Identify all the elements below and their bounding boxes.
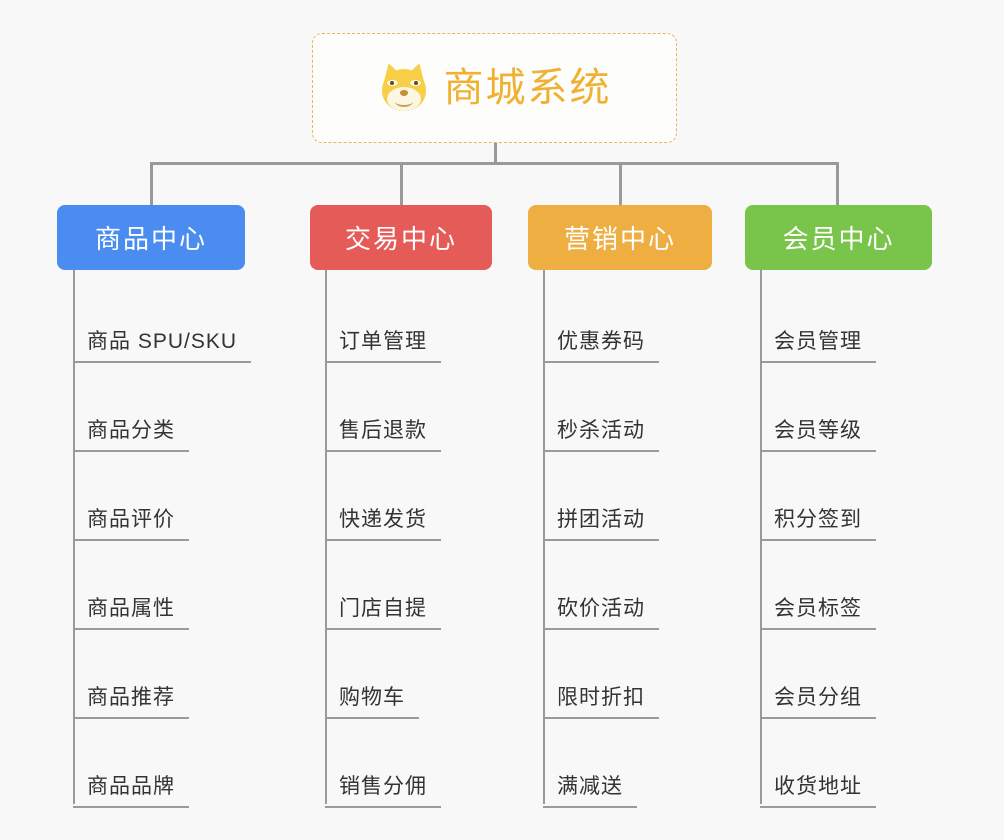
leaf-item-label: 售后退款 — [325, 420, 441, 452]
leaf-item[interactable]: 售后退款 — [310, 363, 492, 452]
leaf-item-label: 拼团活动 — [543, 509, 659, 541]
leaf-item-label: 商品属性 — [73, 598, 189, 630]
connector-root-stem — [494, 143, 497, 164]
leaf-item-label: 门店自提 — [325, 598, 441, 630]
leaf-item[interactable]: 拼团活动 — [528, 452, 712, 541]
leaf-item-label: 砍价活动 — [543, 598, 659, 630]
connector-spine — [760, 270, 762, 804]
leaf-item[interactable]: 商品品牌 — [57, 719, 245, 808]
connector-drop-2 — [400, 162, 403, 205]
category-header[interactable]: 会员中心 — [745, 205, 932, 270]
leaf-item[interactable]: 砍价活动 — [528, 541, 712, 630]
leaf-item-label: 销售分佣 — [325, 776, 441, 808]
leaf-item-label: 会员等级 — [760, 420, 876, 452]
leaf-item-label: 限时折扣 — [543, 687, 659, 719]
leaf-item-label: 满减送 — [543, 776, 637, 808]
category-item-list: 优惠券码秒杀活动拼团活动砍价活动限时折扣满减送 — [528, 270, 712, 808]
leaf-item[interactable]: 优惠券码 — [528, 274, 712, 363]
leaf-item[interactable]: 快递发货 — [310, 452, 492, 541]
leaf-item-label: 收货地址 — [760, 776, 876, 808]
root-title: 商城系统 — [443, 66, 612, 110]
category-header[interactable]: 交易中心 — [310, 205, 492, 270]
category-item-list: 会员管理会员等级积分签到会员标签会员分组收货地址 — [745, 270, 932, 808]
leaf-item-label: 会员管理 — [760, 331, 876, 363]
category-column: 会员中心会员管理会员等级积分签到会员标签会员分组收货地址 — [745, 205, 932, 808]
leaf-item[interactable]: 会员标签 — [745, 541, 932, 630]
leaf-item-label: 商品分类 — [73, 420, 189, 452]
leaf-item-label: 会员标签 — [760, 598, 876, 630]
connector-drop-3 — [619, 162, 622, 205]
root-node[interactable]: 商城系统 — [312, 33, 677, 143]
leaf-item-label: 秒杀活动 — [543, 420, 659, 452]
leaf-item-label: 购物车 — [325, 687, 419, 719]
leaf-item[interactable]: 销售分佣 — [310, 719, 492, 808]
leaf-item[interactable]: 商品推荐 — [57, 630, 245, 719]
connector-spine — [73, 270, 75, 804]
category-header[interactable]: 商品中心 — [57, 205, 245, 270]
leaf-item[interactable]: 商品分类 — [57, 363, 245, 452]
leaf-item-label: 商品品牌 — [73, 776, 189, 808]
leaf-item[interactable]: 会员分组 — [745, 630, 932, 719]
leaf-item[interactable]: 门店自提 — [310, 541, 492, 630]
leaf-item[interactable]: 商品属性 — [57, 541, 245, 630]
leaf-item[interactable]: 积分签到 — [745, 452, 932, 541]
leaf-item[interactable]: 商品评价 — [57, 452, 245, 541]
category-column: 交易中心订单管理售后退款快递发货门店自提购物车销售分佣 — [310, 205, 492, 808]
connector-drop-1 — [150, 162, 153, 205]
shiba-dog-icon — [378, 60, 430, 114]
category-item-list: 商品 SPU/SKU 商品分类商品评价商品属性商品推荐商品品牌 — [57, 270, 252, 808]
leaf-item[interactable]: 会员等级 — [745, 363, 932, 452]
connector-horizontal-bus — [150, 162, 839, 165]
connector-drop-4 — [836, 162, 839, 205]
leaf-item-label: 快递发货 — [325, 509, 441, 541]
category-column: 营销中心优惠券码秒杀活动拼团活动砍价活动限时折扣满减送 — [528, 205, 712, 808]
leaf-item-label: 商品评价 — [73, 509, 189, 541]
category-header[interactable]: 营销中心 — [528, 205, 712, 270]
leaf-item[interactable]: 购物车 — [310, 630, 492, 719]
leaf-item[interactable]: 满减送 — [528, 719, 712, 808]
leaf-item[interactable]: 会员管理 — [745, 274, 932, 363]
leaf-item-label: 优惠券码 — [543, 331, 659, 363]
category-column: 商品中心商品 SPU/SKU 商品分类商品评价商品属性商品推荐商品品牌 — [57, 205, 252, 808]
connector-spine — [543, 270, 545, 804]
leaf-item[interactable]: 秒杀活动 — [528, 363, 712, 452]
leaf-item-label: 商品 SPU/SKU — [73, 331, 252, 363]
leaf-item[interactable]: 收货地址 — [745, 719, 932, 808]
leaf-item[interactable]: 限时折扣 — [528, 630, 712, 719]
leaf-item-label: 商品推荐 — [73, 687, 189, 719]
leaf-item-label: 积分签到 — [760, 509, 876, 541]
connector-spine — [325, 270, 327, 804]
leaf-item[interactable]: 订单管理 — [310, 274, 492, 363]
category-item-list: 订单管理售后退款快递发货门店自提购物车销售分佣 — [310, 270, 492, 808]
leaf-item[interactable]: 商品 SPU/SKU — [57, 274, 252, 363]
leaf-item-label: 会员分组 — [760, 687, 876, 719]
leaf-item-label: 订单管理 — [325, 331, 441, 363]
